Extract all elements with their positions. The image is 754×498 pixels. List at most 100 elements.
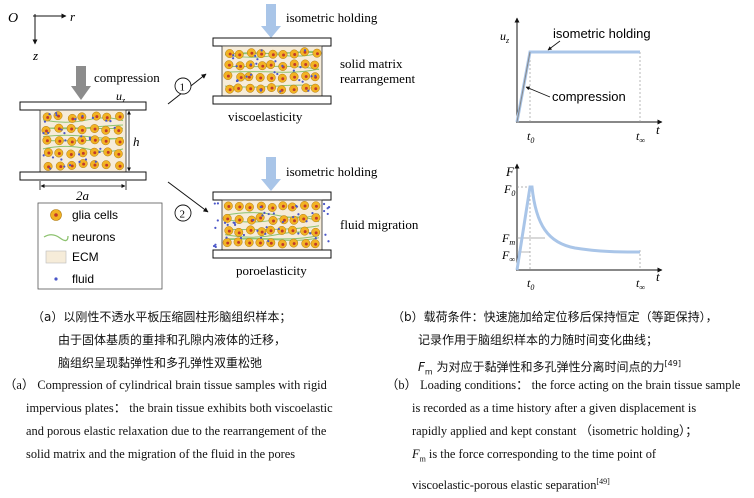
- glia-cell: [77, 135, 87, 145]
- fluid-dot: [261, 214, 264, 217]
- fluid-dot: [263, 211, 266, 214]
- caption-cn-a-line3: 脑组织呈现黏弹性和多孔弹性双重松弛: [58, 356, 263, 370]
- glia-cell: [77, 112, 87, 122]
- legend-neuron-icon: [43, 234, 69, 242]
- neuron-fiber: [42, 117, 124, 123]
- fluid-dot: [42, 132, 45, 135]
- caption-en-b-line4: Fm is the force corresponding to the tim…: [412, 447, 657, 464]
- viscoelasticity-label: viscoelasticity: [228, 109, 303, 124]
- glia-cell: [300, 59, 310, 69]
- glia-cell: [77, 125, 87, 135]
- glia-cell: [289, 215, 299, 225]
- fluid-dot: [311, 211, 314, 215]
- glia-cell: [91, 111, 101, 121]
- fluid-dot: [297, 213, 300, 216]
- fluid-dot: [301, 80, 304, 83]
- glia-cell: [90, 160, 99, 170]
- fluid-dot: [214, 245, 217, 249]
- glia-cell: [78, 148, 88, 158]
- glia-cell: [267, 83, 276, 93]
- caption-en-a-line1: （a） Compression of cylindrical brain tis…: [4, 378, 327, 392]
- glia-cell: [312, 48, 322, 58]
- fluid-dot: [51, 156, 55, 159]
- isometric-holding-label-top: isometric holding: [286, 10, 378, 25]
- glia-cell: [310, 83, 320, 93]
- legend: glia cells neurons ECM fluid: [37, 202, 163, 290]
- glia-cell: [300, 226, 310, 236]
- h-label: h: [133, 134, 140, 149]
- fluid-dot: [256, 229, 259, 232]
- glia-cell: [234, 227, 244, 237]
- glia-cell: [223, 71, 233, 81]
- caption-en-a-line2: impervious plates： the brain tissue exhi…: [26, 401, 333, 415]
- fluid-dot: [242, 233, 246, 237]
- fluid-dot: [235, 65, 238, 68]
- fluid-dot: [292, 69, 295, 72]
- F0-label: F0: [503, 182, 515, 198]
- fluid-dot: [274, 60, 277, 63]
- fluid-dot: [276, 72, 279, 76]
- glia-cell: [300, 47, 309, 57]
- graph-displacement: uz t isometric holding compression t0 t∞: [500, 17, 663, 145]
- figure: O r z compression uz h 2a glia cells: [8, 4, 663, 292]
- origin-label: O: [8, 11, 18, 26]
- fluid-dot: [113, 126, 116, 129]
- glia-cell: [289, 72, 299, 82]
- glia-cell: [279, 215, 289, 225]
- legend-neurons-label: neurons: [72, 230, 115, 244]
- glia-cell: [78, 159, 88, 169]
- glia-cell: [67, 137, 77, 146]
- glia-cell: [311, 201, 321, 211]
- expelled-fluid: [212, 202, 331, 249]
- fluid-dot: [259, 236, 263, 239]
- fluid-dot: [212, 244, 216, 248]
- legend-glia-icon: [50, 209, 62, 221]
- tinf-label-top: t∞: [636, 129, 645, 145]
- solid-matrix-label: solid matrix: [340, 56, 403, 71]
- fluid-dot: [48, 113, 51, 116]
- fluid-dot: [326, 207, 329, 210]
- branch-number-1: [174, 77, 192, 95]
- fluid-dot: [324, 233, 327, 236]
- glia-cell: [277, 226, 287, 235]
- branch-number-2-label: 2: [180, 209, 186, 221]
- fluid-dot: [292, 215, 295, 219]
- glia-cell: [310, 239, 320, 249]
- height-dimension: h: [127, 110, 140, 172]
- Finf-label: F∞: [501, 248, 515, 264]
- fluid-dot: [91, 116, 95, 119]
- isometric-holding-annotation: isometric holding: [553, 26, 651, 41]
- glia-cell: [103, 147, 113, 157]
- fluid-dot: [214, 226, 217, 229]
- Fm-label: Fm: [501, 231, 515, 247]
- glia-cell: [255, 213, 265, 222]
- glia-cell: [310, 60, 320, 70]
- glia-cell: [277, 85, 287, 95]
- branch-arrow-2: [167, 181, 209, 213]
- caption-cn-a: （a）以刚性不透水平板压缩圆柱形脑组织样本； 由于固体基质的重排和孔隙内液体的迁…: [32, 306, 291, 375]
- width-dimension: 2a: [39, 181, 127, 203]
- fluid-dot: [55, 113, 58, 117]
- fluid-dot: [60, 158, 63, 161]
- force-curve: [515, 185, 641, 271]
- fluid-dot: [281, 64, 284, 68]
- glia-cell: [255, 73, 265, 82]
- neuron-fiber: [42, 134, 124, 140]
- glia-cell: [43, 161, 53, 171]
- glia-cell: [113, 125, 123, 135]
- caption-en-b-line1: （b） Loading conditions： the force acting…: [386, 378, 741, 392]
- rearrangement-label: rearrangement: [340, 71, 415, 86]
- glia-cell: [266, 73, 276, 83]
- glia-cell: [289, 59, 299, 69]
- fluid-dot: [249, 63, 253, 66]
- glia-cell: [66, 124, 76, 133]
- fluid-dot: [60, 128, 63, 131]
- fluid-dot: [267, 239, 270, 243]
- legend-ecm-label: ECM: [72, 250, 99, 264]
- neuron-fiber: [224, 68, 320, 73]
- glia-cell: [55, 161, 65, 171]
- glia-cell: [300, 201, 309, 210]
- fluid-dot: [78, 160, 81, 163]
- fluid-dot: [299, 66, 302, 69]
- legend-fluid-label: fluid: [72, 272, 94, 286]
